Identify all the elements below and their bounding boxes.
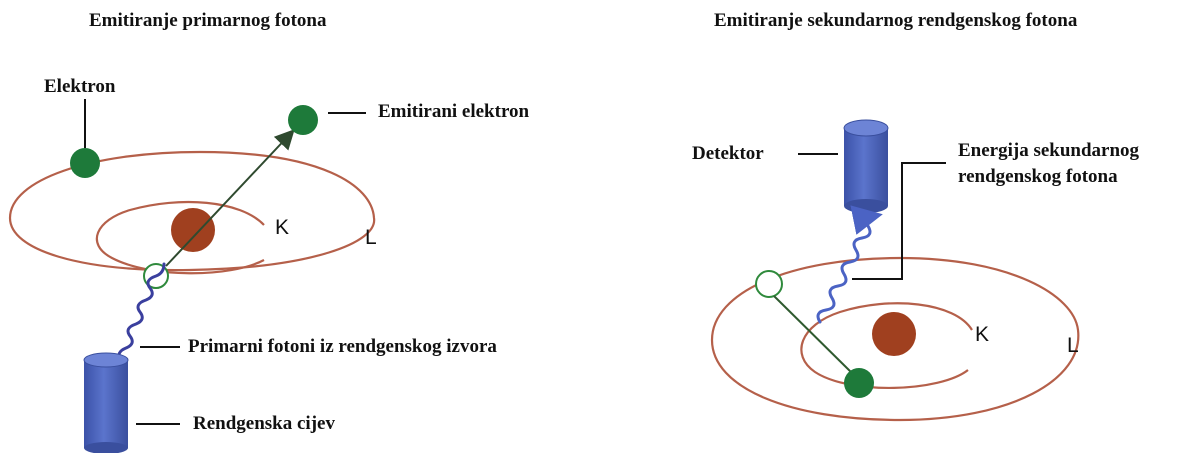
right-shell-k-label: K xyxy=(975,323,990,346)
electron-transition-line xyxy=(773,295,856,377)
detector-label: Detektor xyxy=(692,143,764,164)
secondary-energy-label-line2: rendgenskog fotona xyxy=(958,166,1118,187)
right-orbit-l xyxy=(710,256,1080,422)
emitted-electron xyxy=(288,105,318,135)
primary-photon-wave xyxy=(114,262,166,372)
left-shell-l-label: L xyxy=(365,226,377,249)
primary-photons-label: Primarni fotoni iz rendgenskog izvora xyxy=(188,336,497,357)
secondary-energy-label-line1: Energija sekundarnog xyxy=(958,140,1140,161)
right-vacancy xyxy=(755,270,783,298)
emitted-electron-label: Emitirani elektron xyxy=(378,101,530,122)
right-panel-title: Emitiranje sekundarnog rendgenskog foton… xyxy=(714,10,1078,31)
secondary-photon-wave xyxy=(816,205,883,324)
left-electron xyxy=(70,148,100,178)
left-panel-title: Emitiranje primarnog fotona xyxy=(89,10,327,31)
xray-tube-label: Rendgenska cijev xyxy=(193,413,335,434)
left-orbit-l xyxy=(8,150,376,272)
left-shell-k-label: K xyxy=(275,216,290,239)
electron-label: Elektron xyxy=(44,76,116,97)
left-orbit-k xyxy=(95,200,265,275)
right-nucleus xyxy=(872,312,916,356)
xray-tube-cylinder xyxy=(83,352,129,453)
right-orbit-k xyxy=(800,302,973,390)
right-shell-l-label: L xyxy=(1067,334,1079,357)
energy-leader-line xyxy=(852,162,946,280)
detector-cylinder xyxy=(843,119,889,213)
left-nucleus xyxy=(171,208,215,252)
right-electron xyxy=(844,368,874,398)
emission-arrow xyxy=(165,129,295,267)
